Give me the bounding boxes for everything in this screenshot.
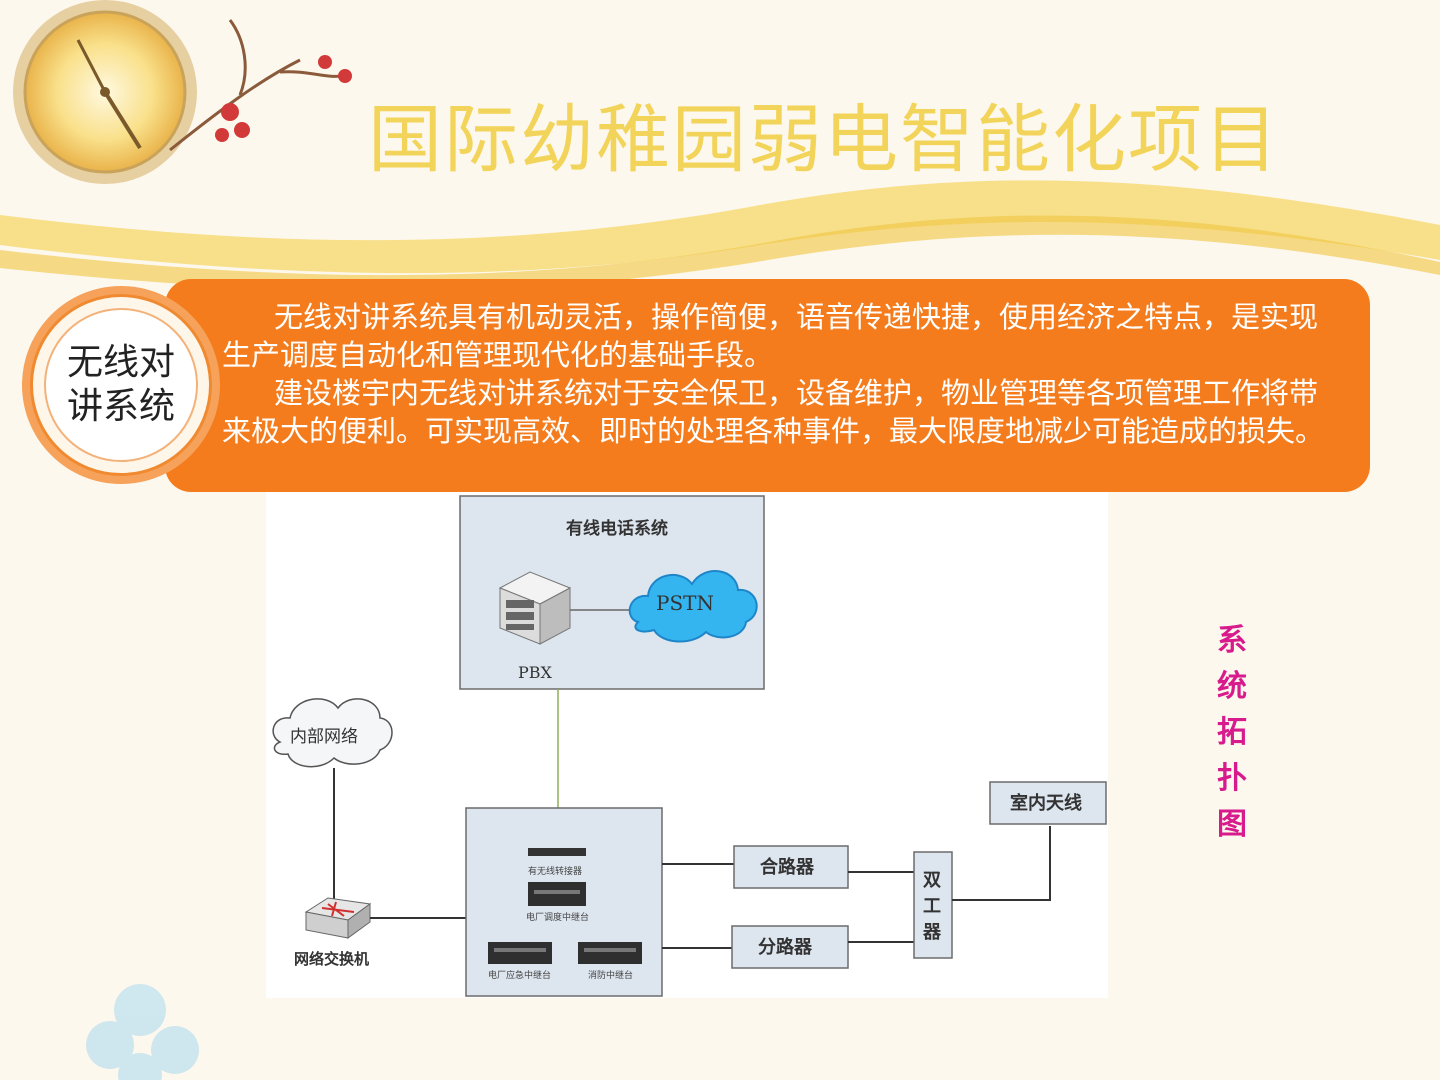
paragraph-1-text: 无线对讲系统具有机动灵活，操作简便，语音传递快捷，使用经济之特点，是实现生产调度…	[222, 300, 1319, 372]
side-label-char-4: 扑	[1217, 761, 1247, 796]
section-badge-label: 无线对讲系统	[66, 342, 175, 427]
combiner-label: 合路器	[760, 856, 815, 878]
paragraph-1: 无线对讲系统具有机动灵活，操作简便，语音传递快捷，使用经济之特点，是实现生产调度…	[222, 298, 1332, 374]
plant-emergency-relay-slot	[494, 948, 546, 952]
flower-decoration	[86, 984, 199, 1080]
description-banner	[165, 279, 1370, 492]
wired-phone-system-label: 有线电话系统	[566, 518, 668, 539]
combiner-box	[733, 845, 849, 889]
duplexer-box	[913, 851, 953, 959]
section-badge: 无线对讲系统	[44, 308, 198, 462]
topology-side-label: 系 统 拓 扑 图	[1210, 618, 1254, 848]
pstn-cloud-icon	[628, 570, 758, 643]
network-switch-label: 网络交换机	[294, 950, 369, 968]
fire-relay-label: 消防中继台	[588, 969, 633, 981]
indoor-antenna-label: 室内天线	[1010, 792, 1082, 814]
side-label-char-5: 图	[1217, 807, 1247, 842]
duplexer-label-2: 工	[923, 896, 941, 917]
indoor-antenna-box	[989, 781, 1107, 825]
pbx-server-icon	[498, 571, 572, 645]
side-label-char-1: 系	[1217, 623, 1247, 658]
duplexer-label-1: 双	[923, 870, 941, 891]
side-label-char-2: 统	[1217, 669, 1247, 704]
internal-network-label: 内部网络	[290, 727, 358, 747]
network-switch-icon	[304, 897, 372, 939]
berry-branch-decoration	[169, 19, 352, 152]
fire-relay-slot	[584, 948, 636, 952]
splitter-box	[731, 925, 849, 969]
plant-dispatch-relay-label: 电厂调度中继台	[526, 911, 589, 923]
internal-network-cloud-icon	[272, 698, 393, 768]
fire-relay-icon	[578, 942, 642, 964]
splitter-label: 分路器	[758, 936, 813, 958]
paragraph-2: 建设楼宇内无线对讲系统对于安全保卫，设备维护，物业管理等各项管理工作将带来极大的…	[222, 374, 1332, 450]
slide-title: 国际幼稚园弱电智能化项目	[368, 97, 1280, 183]
wired-wireless-converter-icon	[528, 848, 586, 856]
paragraph-2-text: 建设楼宇内无线对讲系统对于安全保卫，设备维护，物业管理等各项管理工作将带来极大的…	[222, 376, 1325, 448]
plant-emergency-relay-icon	[488, 942, 552, 964]
side-label-char-3: 拓	[1217, 715, 1247, 750]
plant-emergency-relay-label: 电厂应急中继台	[488, 969, 551, 981]
plant-dispatch-relay-slot	[534, 890, 580, 894]
pbx-label: PBX	[518, 663, 553, 682]
clock-decoration	[13, 0, 197, 184]
description-text: 无线对讲系统具有机动灵活，操作简便，语音传递快捷，使用经济之特点，是实现生产调度…	[222, 298, 1332, 450]
duplexer-label-3: 器	[922, 922, 942, 943]
system-topology-diagram: 有线电话系统 PBX PSTN 内部网络 网络交换机 有无线转接器 电厂调度中继…	[266, 492, 1108, 998]
pstn-label: PSTN	[656, 591, 714, 615]
wired-wireless-converter-label: 有无线转接器	[528, 865, 582, 877]
